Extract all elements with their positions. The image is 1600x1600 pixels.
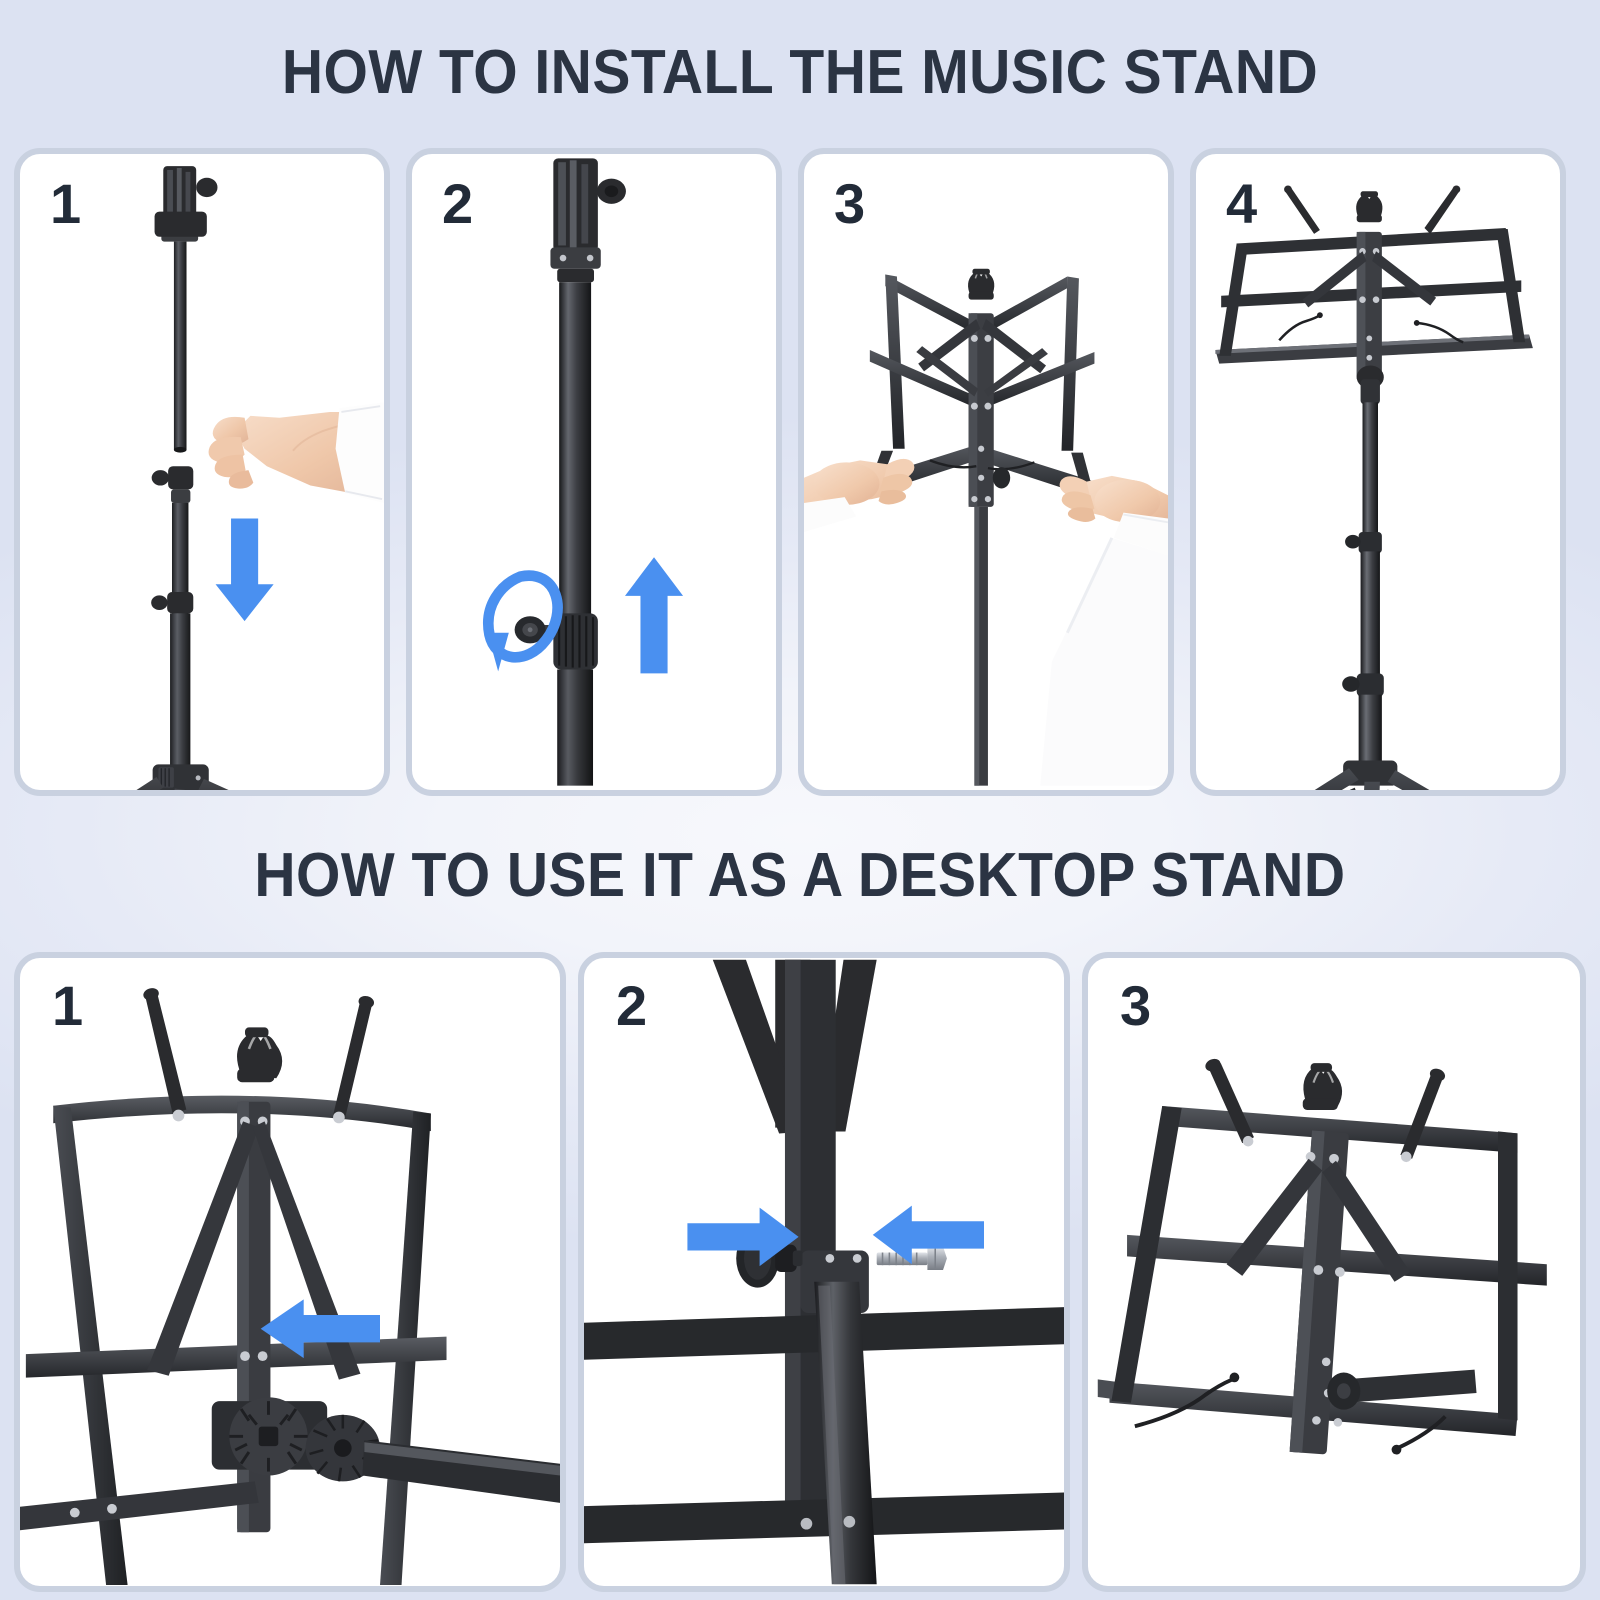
illustration-unfold-desk-wings: [804, 268, 1168, 786]
step-card-install-2: 2: [406, 148, 782, 796]
section-title-install: HOW TO INSTALL THE MUSIC STAND: [281, 38, 1319, 107]
step-number-label: 2: [616, 974, 647, 1037]
arrow-up-icon: [624, 557, 684, 674]
tripod-leg-right: [198, 778, 229, 790]
illustration-remove-knob-and-bolt: [584, 959, 1064, 1585]
hand-and-arm: [208, 402, 384, 503]
illustration-finished-floor-stand: [1215, 185, 1533, 790]
hand-left: [804, 458, 915, 533]
arrow-right-icon: [687, 1207, 799, 1267]
step-number-label: 3: [1120, 974, 1151, 1037]
tripod-base: [1314, 760, 1430, 790]
illustration-release-tilt-gear-coupling: [20, 988, 560, 1586]
step-number-label: 1: [52, 974, 83, 1037]
lyre-ornament: [237, 1027, 283, 1083]
step-card-desktop-3: 3: [1082, 952, 1586, 1592]
upper-column: [1362, 402, 1378, 534]
step-number-label: 2: [442, 172, 473, 235]
height-collar-upper: [1345, 532, 1382, 554]
arrow-down-icon: [215, 518, 274, 622]
step-number-label: 1: [50, 172, 81, 235]
tripod-leg-front: [174, 788, 186, 790]
lyre-ornament: [1356, 191, 1383, 223]
tripod-leg-left: [136, 776, 164, 790]
tripod-base: [136, 764, 229, 790]
music-desk-frame: [1215, 185, 1533, 380]
illustration-raise-and-tighten-height-collar: [483, 158, 684, 786]
height-adjust-collar: [553, 613, 598, 670]
step-card-desktop-2: 2: [578, 952, 1070, 1592]
lyre-ornament: [968, 268, 995, 300]
tilt-coupling: [1356, 365, 1384, 405]
illustration-finished-desktop-stand: [1097, 1058, 1547, 1455]
step-number-label: 4: [1226, 172, 1257, 235]
step-card-install-1: 1: [14, 148, 390, 796]
lower-tube: [557, 669, 594, 786]
sleeve-right: [1040, 537, 1168, 786]
lower-rail: [584, 1492, 1064, 1544]
arrow-left-icon: [872, 1205, 984, 1265]
step-card-install-4: 4: [1190, 148, 1566, 796]
upper-clamp-collar: [151, 466, 194, 503]
step-number-label: 3: [834, 172, 865, 235]
hand-right: [1059, 475, 1168, 556]
arrow-rotate-icon: [483, 570, 563, 672]
folded-desk-assembly: [550, 158, 626, 283]
lower-column: [1360, 551, 1380, 676]
height-collar-lower: [1342, 673, 1384, 697]
upper-telescoping-tube: [559, 282, 592, 622]
main-column: [171, 502, 189, 620]
lyre-ornament: [1302, 1063, 1343, 1110]
height-lock-knob: [151, 592, 194, 614]
step-card-desktop-1: 1: [14, 952, 566, 1592]
bolt-screw-part: [876, 1246, 947, 1271]
tilt-gear-coupling: [211, 1397, 380, 1482]
tripod-hub: [154, 211, 207, 237]
arrow-left-icon: [260, 1299, 380, 1359]
desk-tilt-knob: [992, 467, 1011, 489]
section-title-desktop: HOW TO USE IT AS A DESKTOP STAND: [254, 841, 1346, 910]
upper-shaft: [173, 241, 187, 450]
step-card-install-3: 3: [798, 148, 1174, 796]
desktop-music-desk-frame: [1097, 1058, 1547, 1455]
illustration-insert-desk-shaft-into-tripod: [136, 166, 384, 790]
lower-column: [170, 613, 191, 783]
folding-music-desk-frame: [869, 268, 1095, 786]
